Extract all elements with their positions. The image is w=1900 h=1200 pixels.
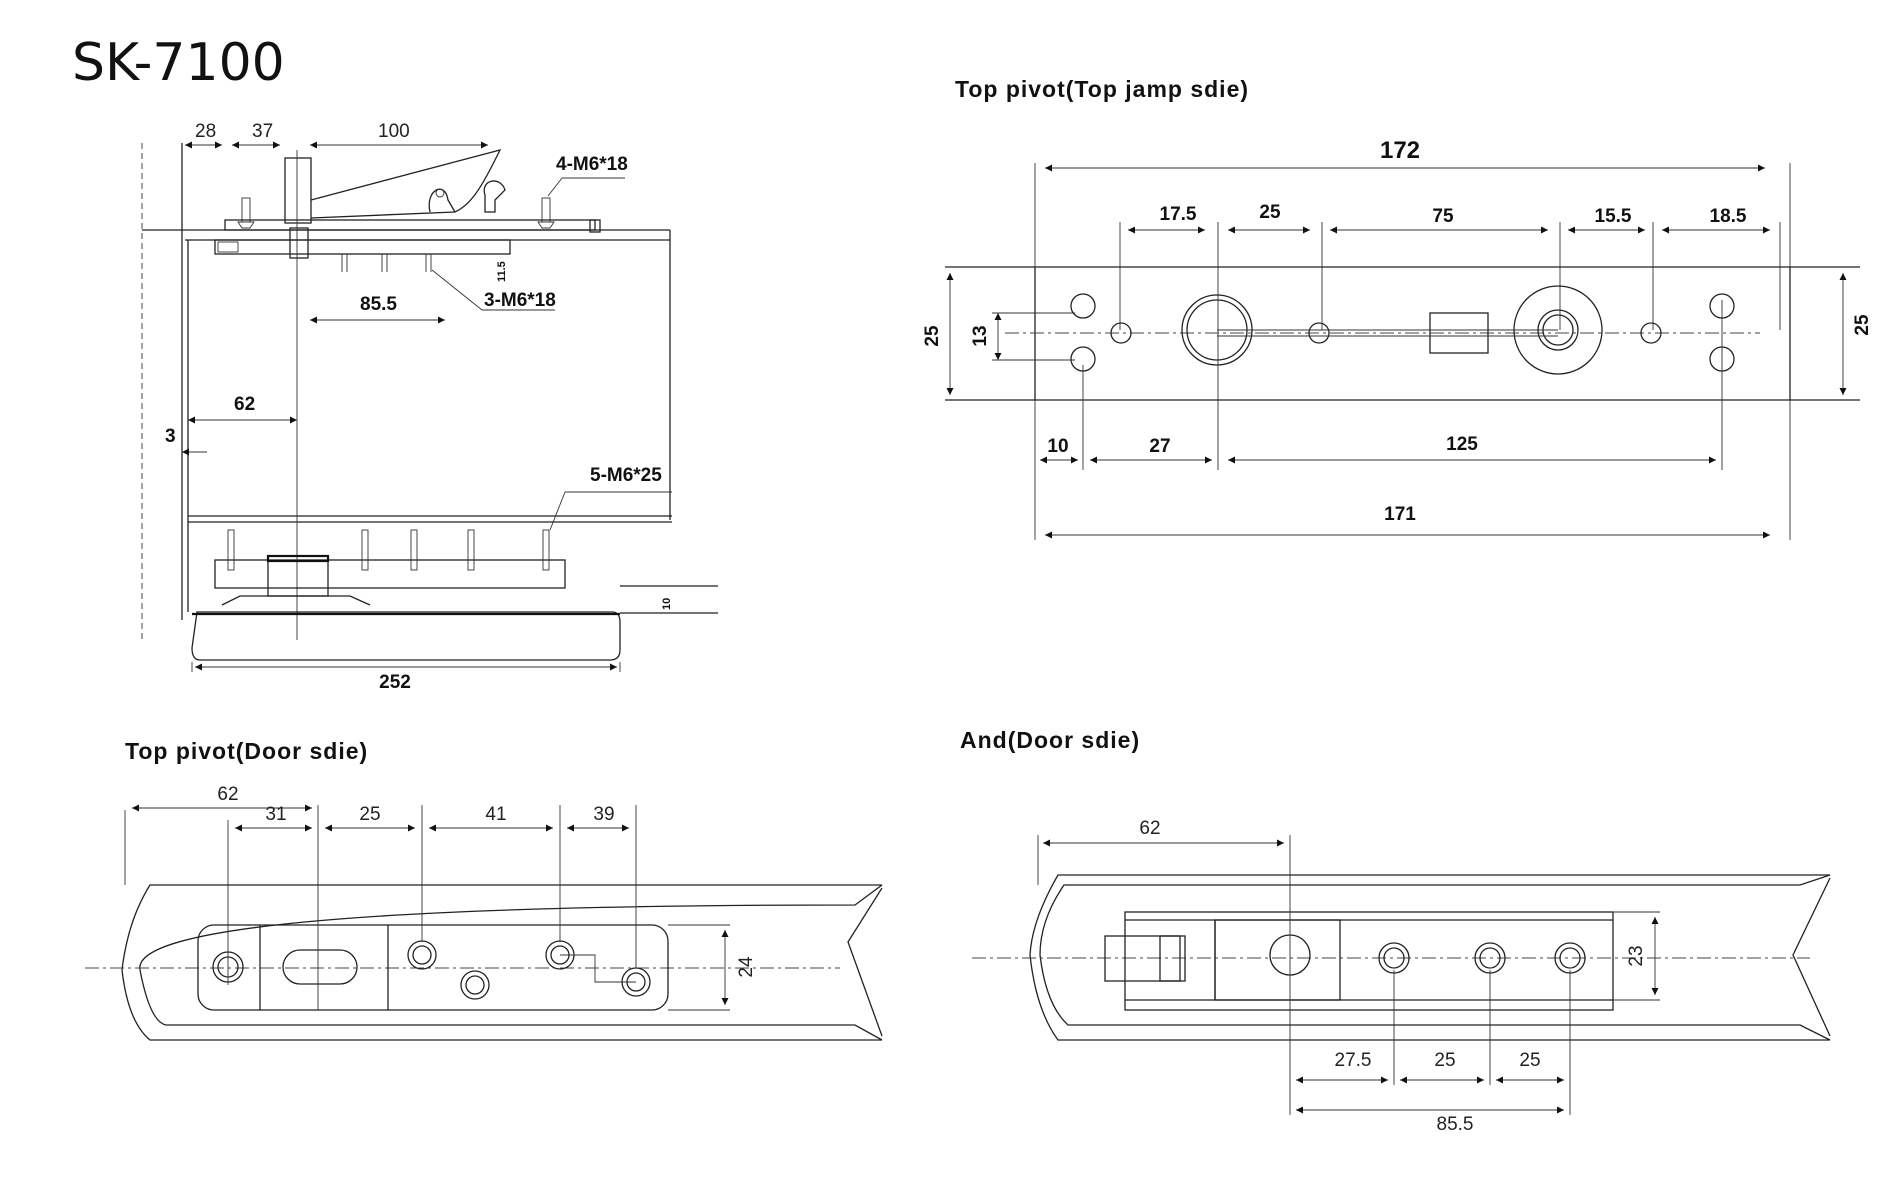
dim-41: 41 bbox=[485, 804, 506, 825]
dim-31: 31 bbox=[265, 804, 286, 825]
dim-11-5: 11.5 bbox=[496, 261, 508, 282]
callout-3-m6-18: 3-M6*18 bbox=[484, 290, 556, 311]
door-and-view: And(Door sdie) 62 23 27.5 bbox=[960, 727, 1831, 1135]
dim-25-and-a: 25 bbox=[1434, 1050, 1455, 1071]
dim-10-jamb: 10 bbox=[1047, 436, 1068, 457]
dim-15-5: 15.5 bbox=[1595, 206, 1632, 227]
dim-24: 24 bbox=[736, 956, 757, 978]
drawing-title: SK-7100 bbox=[72, 33, 285, 93]
dim-27-5: 27.5 bbox=[1335, 1050, 1372, 1071]
dim-37: 37 bbox=[252, 121, 273, 142]
dim-62-side: 62 bbox=[234, 394, 255, 415]
dim-100: 100 bbox=[378, 121, 410, 142]
dim-10: 10 bbox=[661, 598, 673, 610]
dim-17-5: 17.5 bbox=[1160, 204, 1197, 225]
dim-13: 13 bbox=[970, 325, 991, 346]
side-view: 28 37 100 85.5 11.5 4-M6*18 3-M6*18 5-M6… bbox=[141, 121, 718, 693]
dim-125: 125 bbox=[1446, 434, 1478, 455]
callout-4-m6-18: 4-M6*18 bbox=[556, 154, 628, 175]
dim-252: 252 bbox=[379, 672, 411, 693]
dim-23: 23 bbox=[1626, 945, 1647, 966]
dim-18-5: 18.5 bbox=[1710, 206, 1747, 227]
callout-5-m6-25: 5-M6*25 bbox=[590, 465, 662, 486]
door-top-view: Top pivot(Door sdie) 62 31 25 bbox=[85, 738, 883, 1041]
dim-39: 39 bbox=[593, 804, 614, 825]
dim-171: 171 bbox=[1384, 504, 1416, 525]
dim-28: 28 bbox=[195, 121, 216, 142]
dim-75: 75 bbox=[1432, 206, 1454, 227]
dim-25-door: 25 bbox=[359, 804, 380, 825]
dim-62-door: 62 bbox=[217, 784, 238, 805]
dim-25-left: 25 bbox=[922, 325, 943, 347]
dim-27: 27 bbox=[1149, 436, 1170, 457]
door-and-title: And(Door sdie) bbox=[960, 727, 1140, 753]
dim-25-right: 25 bbox=[1852, 314, 1873, 336]
top-jamb-view: Top pivot(Top jamp sdie) bbox=[922, 76, 1873, 540]
dim-25-top: 25 bbox=[1259, 202, 1281, 223]
dim-25-and-b: 25 bbox=[1519, 1050, 1540, 1071]
dim-3: 3 bbox=[165, 426, 176, 447]
dim-85-5: 85.5 bbox=[360, 294, 397, 315]
door-top-title: Top pivot(Door sdie) bbox=[125, 738, 368, 764]
top-jamb-title: Top pivot(Top jamp sdie) bbox=[955, 76, 1249, 102]
dim-172: 172 bbox=[1380, 137, 1420, 164]
dim-85-5-and: 85.5 bbox=[1437, 1114, 1474, 1135]
dim-62-and: 62 bbox=[1139, 818, 1160, 839]
